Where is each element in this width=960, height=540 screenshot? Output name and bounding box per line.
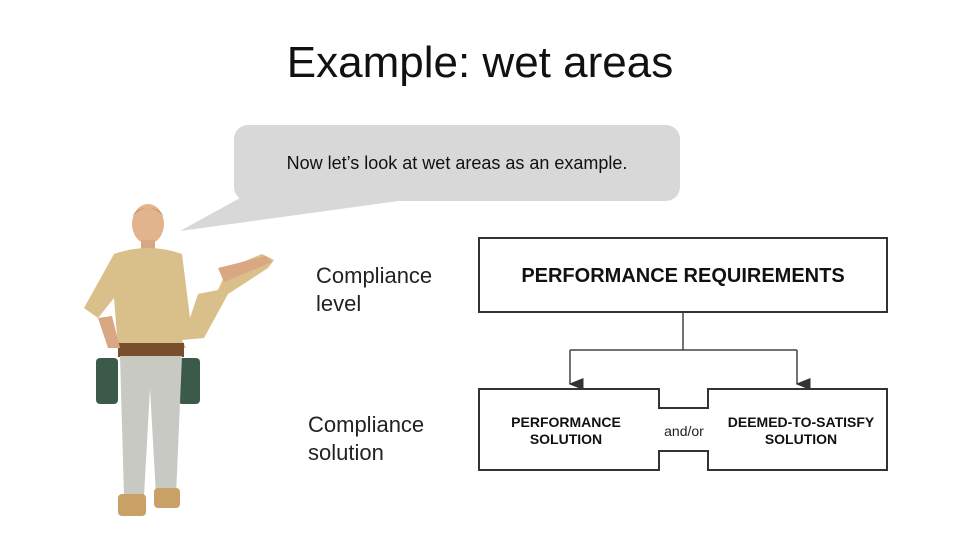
and-or-connector-label: and/or — [664, 423, 704, 439]
compliance-solution-box — [478, 388, 888, 471]
speech-bubble-text: Now let’s look at wet areas as an exampl… — [286, 153, 628, 173]
performance-requirements-box — [478, 237, 888, 313]
presenter-illustration — [84, 204, 274, 516]
compliance-solution-label: Compliance solution — [308, 412, 425, 465]
deemed-to-satisfy-solution-label: DEEMED-TO-SATISFY SOLUTION — [727, 414, 875, 447]
performance-solution-label: PERFORMANCE SOLUTION — [511, 414, 621, 447]
compliance-level-label: Compliance level — [316, 263, 433, 316]
speech-bubble: Now let’s look at wet areas as an exampl… — [234, 125, 680, 201]
performance-requirements-label: PERFORMANCE REQUIREMENTS — [521, 265, 845, 287]
speech-bubble-tail — [180, 198, 420, 231]
slide-title: Example: wet areas — [286, 38, 674, 87]
compliance-diagram — [478, 237, 888, 471]
